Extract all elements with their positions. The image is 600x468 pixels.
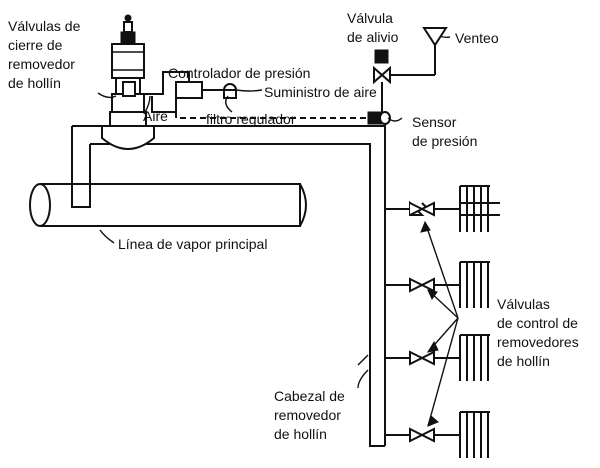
blower-branch-4 [385, 411, 490, 458]
svg-text:de hollín: de hollín [497, 353, 550, 369]
svg-text:cierre de: cierre de [8, 37, 63, 53]
relief-valve [373, 45, 436, 112]
svg-text:removedor: removedor [274, 407, 341, 423]
label-header: Cabezal de removedor de hollín [274, 388, 345, 442]
pressure-sensor [367, 111, 391, 125]
svg-text:removedor: removedor [8, 56, 75, 72]
svg-text:de hollín: de hollín [274, 426, 327, 442]
svg-text:removedores: removedores [497, 334, 579, 350]
positioner [122, 81, 136, 97]
blower-branch-1 [385, 185, 500, 232]
svg-text:de presión: de presión [412, 133, 477, 149]
svg-text:Válvula: Válvula [347, 10, 393, 26]
svg-text:Sensor: Sensor [412, 114, 457, 130]
svg-text:Cabezal de: Cabezal de [274, 388, 345, 404]
air-supply-line [151, 96, 176, 113]
label-air: Aire [143, 108, 168, 124]
blower-branch-2 [385, 261, 490, 308]
label-regulator-filter: filtro regulador [206, 111, 296, 127]
label-pressure-sensor: Sensor de presión [412, 114, 477, 149]
svg-text:Válvulas: Válvulas [497, 296, 550, 312]
label-air-supply: Suministro de aire [264, 84, 377, 100]
signal-line [175, 98, 370, 119]
main-steam-line [29, 183, 307, 227]
label-pressure-controller: Controlador de presión [168, 65, 310, 81]
steam-takeoff-pipe [71, 125, 386, 447]
regulator-filter [223, 83, 237, 99]
label-relief-valve: Válvula de alivio [347, 10, 399, 45]
svg-text:Válvulas de: Válvulas de [8, 18, 81, 34]
svg-text:de control de: de control de [497, 315, 578, 331]
control-valve-pointers [420, 220, 459, 427]
label-vent: Venteo [455, 30, 499, 46]
label-shutoff-valves: Válvulas de cierre de removedor de hollí… [8, 18, 81, 91]
svg-text:de hollín: de hollín [8, 75, 61, 91]
svg-text:de alivio: de alivio [347, 29, 399, 45]
pressure-controller-box [144, 71, 225, 99]
leader-lines [97, 35, 451, 389]
label-control-valves: Válvulas de control de removedores de ho… [497, 296, 579, 369]
label-main-steam-line: Línea de vapor principal [118, 236, 267, 252]
